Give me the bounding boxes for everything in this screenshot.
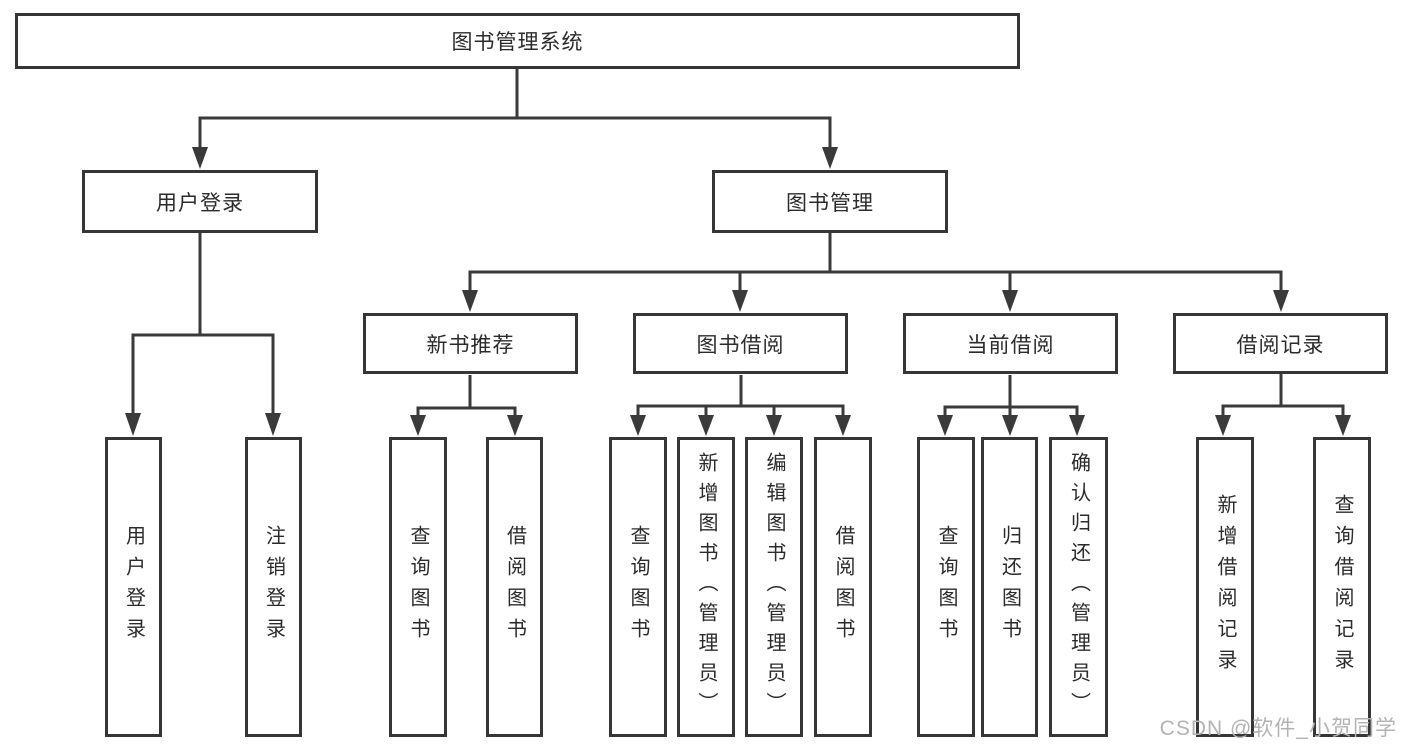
node-label: 图书管理系统 [451,31,584,54]
node-label: 新书推荐 [426,333,515,357]
node-label: 图书借阅 [696,333,785,357]
arrowhead-icon [1335,415,1351,436]
node-label: 查询图书 [935,525,957,649]
node-leaf-return-books: 归还图书 [981,437,1038,737]
node-label: 图书管理 [786,191,874,215]
connector-group-user-login [125,233,281,436]
node-label: 新增图书（管理员） [695,452,717,722]
arrowhead-icon [507,415,523,436]
arrowhead-icon [766,415,782,436]
node-user-login: 用户登录 [82,170,318,233]
arrowhead-icon [462,290,478,312]
node-label: 用户登录 [156,191,244,215]
node-leaf-user-login: 用户登录 [105,437,162,737]
arrowhead-icon [1002,415,1018,436]
node-book-management: 图书管理 [712,170,948,233]
node-leaf-confirm-return-admin: 确认归还（管理员） [1049,437,1108,737]
node-label: 编辑图书（管理员） [763,452,785,722]
node-label: 归还图书 [998,525,1021,649]
node-label: 当前借阅 [966,333,1055,357]
arrowhead-icon [1069,415,1085,436]
node-leaf-logout: 注销登录 [245,437,302,737]
arrowhead-icon [125,413,141,436]
connector-group-current-borrowing [937,375,1085,436]
connector-group-root [192,69,838,169]
arrowhead-icon [937,415,953,436]
connector-group-book-management [462,233,1289,312]
arrowhead-icon [265,413,281,436]
connector-group-book-borrowing [630,375,851,436]
connector-group-borrowing-records [1215,374,1351,436]
node-leaf-borrow-books-recommend: 借阅图书 [486,437,543,737]
node-current-borrowing: 当前借阅 [903,313,1118,374]
node-label: 注销登录 [262,525,285,649]
node-label: 借阅图书 [503,525,526,649]
node-library-management-system: 图书管理系统 [15,13,1020,69]
connector-group-new-book-recommendation [410,375,523,436]
arrowhead-icon [1215,415,1231,436]
node-leaf-add-books-admin: 新增图书（管理员） [677,437,735,737]
arrowhead-icon [630,415,646,436]
node-label: 用户登录 [122,525,145,649]
arrowhead-icon [822,147,838,169]
arrowhead-icon [192,147,208,169]
node-borrowing-records: 借阅记录 [1173,313,1388,374]
node-leaf-query-borrow-record: 查询借阅记录 [1313,437,1371,737]
node-book-borrowing: 图书借阅 [633,313,848,374]
arrowhead-icon [410,415,426,436]
node-label: 查询图书 [627,525,649,649]
node-leaf-query-books-recommend: 查询图书 [389,437,447,737]
node-new-book-recommendation: 新书推荐 [363,313,578,374]
node-leaf-query-books-borrowing: 查询图书 [609,437,667,737]
csdn-watermark: CSDN @软件_小贺同学 [1159,717,1397,740]
arrowhead-icon [835,415,851,436]
node-leaf-query-books-current: 查询图书 [917,437,975,737]
node-label: 查询图书 [407,525,429,649]
node-label: 查询借阅记录 [1331,494,1353,680]
node-label: 确认归还（管理员） [1067,452,1090,722]
arrowhead-icon [732,290,748,312]
arrowhead-icon [1273,290,1289,312]
node-label: 借阅图书 [832,525,854,649]
node-label: 借阅记录 [1236,333,1325,357]
node-label: 新增借阅记录 [1214,494,1236,680]
arrowhead-icon [698,415,714,436]
node-leaf-borrow-books-borrowing: 借阅图书 [814,437,872,737]
node-leaf-add-borrow-record: 新增借阅记录 [1196,437,1254,737]
arrowhead-icon [1002,290,1018,312]
node-leaf-edit-books-admin: 编辑图书（管理员） [745,437,803,737]
